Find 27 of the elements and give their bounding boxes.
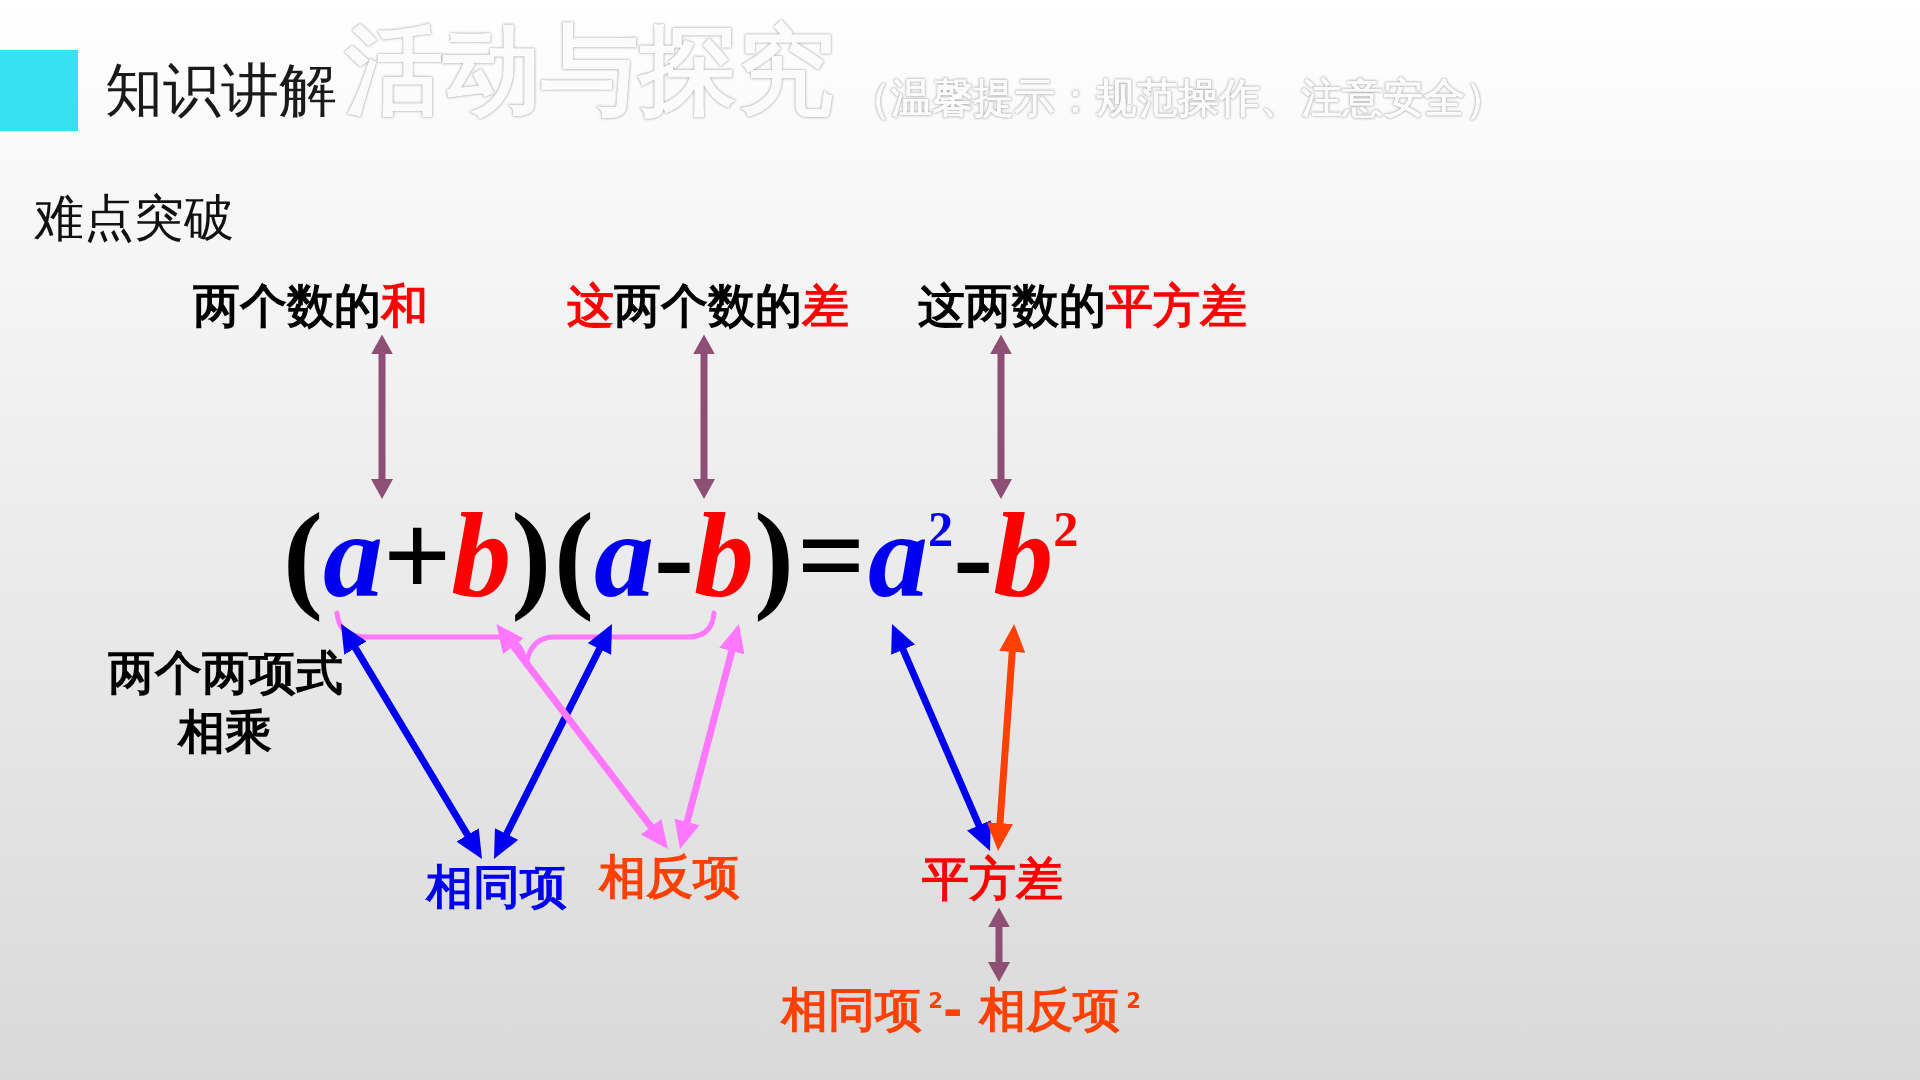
note-text: 两个两项式相乘: [106, 644, 344, 761]
double-arrow: [693, 334, 715, 499]
section-heading: 难点突破: [34, 188, 234, 248]
annotation-text: 两个数的: [193, 278, 381, 333]
annotation-text: 两个数的: [614, 278, 802, 333]
double-arrow: [338, 622, 485, 861]
formula-result: a$^{2}$-b$^{2}$: [868, 499, 1082, 624]
slide-title: 知识讲解: [0, 50, 337, 131]
highlighted-text: 差: [802, 278, 849, 333]
formula-factor: (a-b): [554, 499, 797, 624]
double-arrow: [888, 622, 994, 853]
term-label: 相同项: [426, 859, 567, 916]
double-arrow: [988, 907, 1010, 982]
double-arrow: [371, 334, 393, 499]
formula-factor: (a+b): [283, 499, 555, 624]
highlighted-text: 这: [567, 278, 614, 333]
double-arrow: [987, 623, 1026, 852]
double-arrow: [674, 623, 745, 850]
annotation-text: 这两数的: [918, 278, 1106, 333]
term-label: 平方差: [922, 851, 1063, 908]
highlighted-text: 和: [381, 278, 428, 333]
highlighted-text: 平方差: [1106, 278, 1247, 333]
formula-text: 相同项$^{2}$- 相反项$^{2}$: [781, 982, 1141, 1039]
double-arrow: [990, 334, 1012, 499]
equals-sign: =: [797, 499, 867, 624]
faded-title: 活动与探究: [345, 12, 835, 129]
term-label: 相反项: [599, 849, 740, 906]
